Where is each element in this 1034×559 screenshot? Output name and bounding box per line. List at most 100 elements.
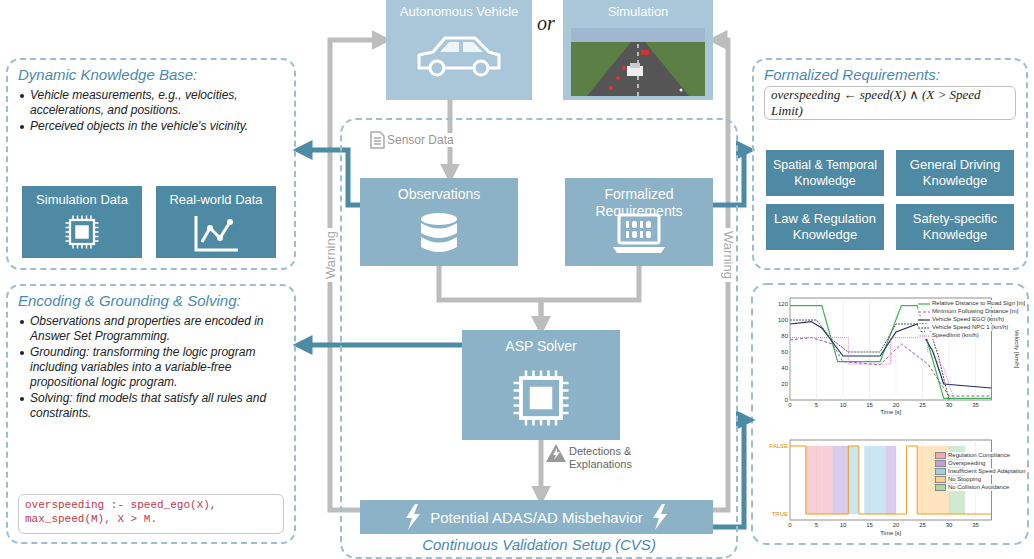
misbehavior-box: Potential ADAS/AD Misbehavior [360,500,713,534]
legend-line [918,334,930,338]
chart-label: 40 [781,365,788,372]
flow-arrow [539,440,544,498]
box-label: Spatial & Temporal Knowledge [772,157,878,189]
chart-label: Time [s] [880,530,901,537]
legend-text: Vehicle Speed NPC 1 (km/h) [932,324,1008,331]
chart-label: 0 [788,402,791,409]
legend-line [918,310,930,314]
legend-text: Overspeeding [948,460,985,467]
box-label: Law & Regulation Knowledge [772,211,878,243]
bullet-text: Observations and properties are encoded … [18,314,284,344]
legend-row: Vehicle Speed EGO (km/h) [918,316,1004,323]
bullet-dot [20,351,24,355]
panel-title: Encoding & Grounding & Solving: [18,292,284,309]
chip-icon [64,214,100,254]
bolt-icon [651,504,669,530]
code-box: overspeeding :- speed_ego(X), max_speed(… [18,494,284,534]
chart-label: 35 [972,522,979,529]
process-box: Observations [360,178,518,266]
chart-label: Velocity [km/h] [1013,330,1020,369]
legend-line [918,302,930,306]
box-label: Formalized Requirements [571,186,707,220]
chart-label: 100 [778,317,788,324]
chart-label: 35 [972,402,979,409]
chart-label: 80 [781,333,788,340]
data-box: Simulation Data [22,186,142,258]
legend-line [918,318,930,322]
legend-text: Relative Distance to Road Sign [m] [932,300,1025,307]
chart-label: 15 [866,402,873,409]
legend-row: Relative Distance to Road Sign [m] [918,300,1025,307]
box-label: Autonomous Vehicle [392,4,526,19]
chart-label: 0 [785,397,788,404]
solver-box: ASP Solver [462,330,620,440]
legend-text: No Stopping [948,476,981,483]
legend-row: No Stopping [935,476,981,483]
bullet-dot [20,320,24,324]
bullet-dot [20,125,24,129]
legend-swatch [935,484,946,491]
chart-label: 20 [893,522,900,529]
knowledge-box: Spatial & Temporal Knowledge [766,150,884,196]
chart-label: 15 [866,522,873,529]
bullet-dot [20,94,24,98]
edge-label: Warning [323,228,338,282]
legend-line [918,326,930,330]
chart-panel [752,284,1028,544]
edge-label: Detections & Explanations [569,445,643,471]
cvs-region: Continuous Validation Setup (CVS) Observa… [340,118,738,559]
chart-label: 25 [919,522,926,529]
vehicle-box: Autonomous Vehicle [386,0,532,100]
legend-swatch [935,468,946,475]
box-label: ASP Solver [468,338,614,355]
region-label: Continuous Validation Setup (CVS) [342,536,736,553]
bullet-dot [20,397,24,401]
flow-arrow [330,40,384,510]
db-icon [417,212,461,264]
legend-swatch [935,452,946,459]
legend-row: Speedlimit (km/h) [918,332,979,339]
edge-label: Sensor Data [387,133,454,147]
panel-title: Dynamic Knowledge Base: [18,66,284,83]
legend-text: Minimum Following Distance [m] [932,308,1018,315]
knowledge-box: Law & Regulation Knowledge [766,204,884,250]
process-box: Formalized Requirements [565,178,713,266]
legend-swatch [935,476,946,483]
panel-title: Formalized Requirements: [764,66,1016,83]
knowledge-panel: Dynamic Knowledge Base: Vehicle measureme… [6,58,296,270]
edge-label: Warning [721,228,736,282]
warning-icon [546,444,566,462]
box-label: Simulation [569,4,707,19]
chart-label: 5 [815,402,818,409]
chart-label: 5 [815,522,818,529]
legend-text: Vehicle Speed EGO (km/h) [932,316,1004,323]
chart-label: 30 [946,522,953,529]
flow-arrow [439,266,541,328]
legend-text: Regulation Compliance [948,452,1010,459]
knowledge-arrow [300,150,360,205]
chart-label: 20 [893,402,900,409]
box-label: Potential ADAS/AD Misbehavior [430,509,643,526]
knowledge-box: General Driving Knowledge [896,150,1014,196]
laptop-icon [611,212,667,260]
car-icon [413,28,505,83]
simulation-box: Simulation [563,0,713,100]
legend-text: Insufficient Speed Adaptation [948,468,1026,475]
bullet-text: Vehicle measurements, e.g., velocities, … [18,88,284,118]
legend-row: Regulation Compliance [935,452,1010,459]
bullet-text: Solving: find models that satisfy all ru… [18,391,284,421]
box-label: Simulation Data [36,192,128,208]
legend-row: Insufficient Speed Adaptation [935,468,1026,475]
chart-label: 10 [840,402,847,409]
chart-label: FALSE [769,443,788,450]
chart-label: 60 [781,349,788,356]
flow-arrow [541,266,639,328]
legend-row: No Collision Avoidance [935,484,1009,491]
chart-label: TRUE [772,511,788,518]
legend-row: Overspeeding [935,460,985,467]
chip-icon [511,368,571,432]
legend-text: No Collision Avoidance [948,484,1009,491]
knowledge-box: Safety-specific Knowledge [896,204,1014,250]
knowledge-arrow [713,150,748,205]
chart-label: 10 [840,522,847,529]
